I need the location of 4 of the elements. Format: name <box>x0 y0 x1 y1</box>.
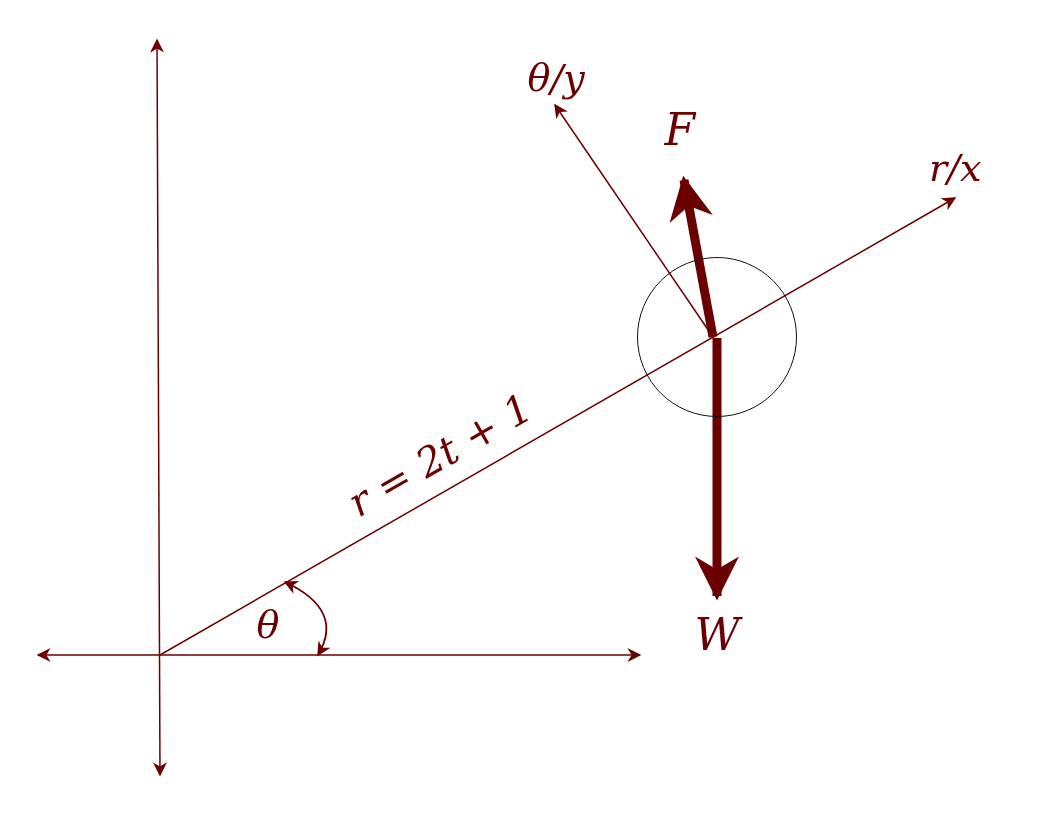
equation-label: r = 2t + 1 <box>341 386 539 524</box>
force-label: F <box>664 108 696 152</box>
angle-label: θ <box>256 606 280 644</box>
axis-label: r/x <box>929 149 982 187</box>
